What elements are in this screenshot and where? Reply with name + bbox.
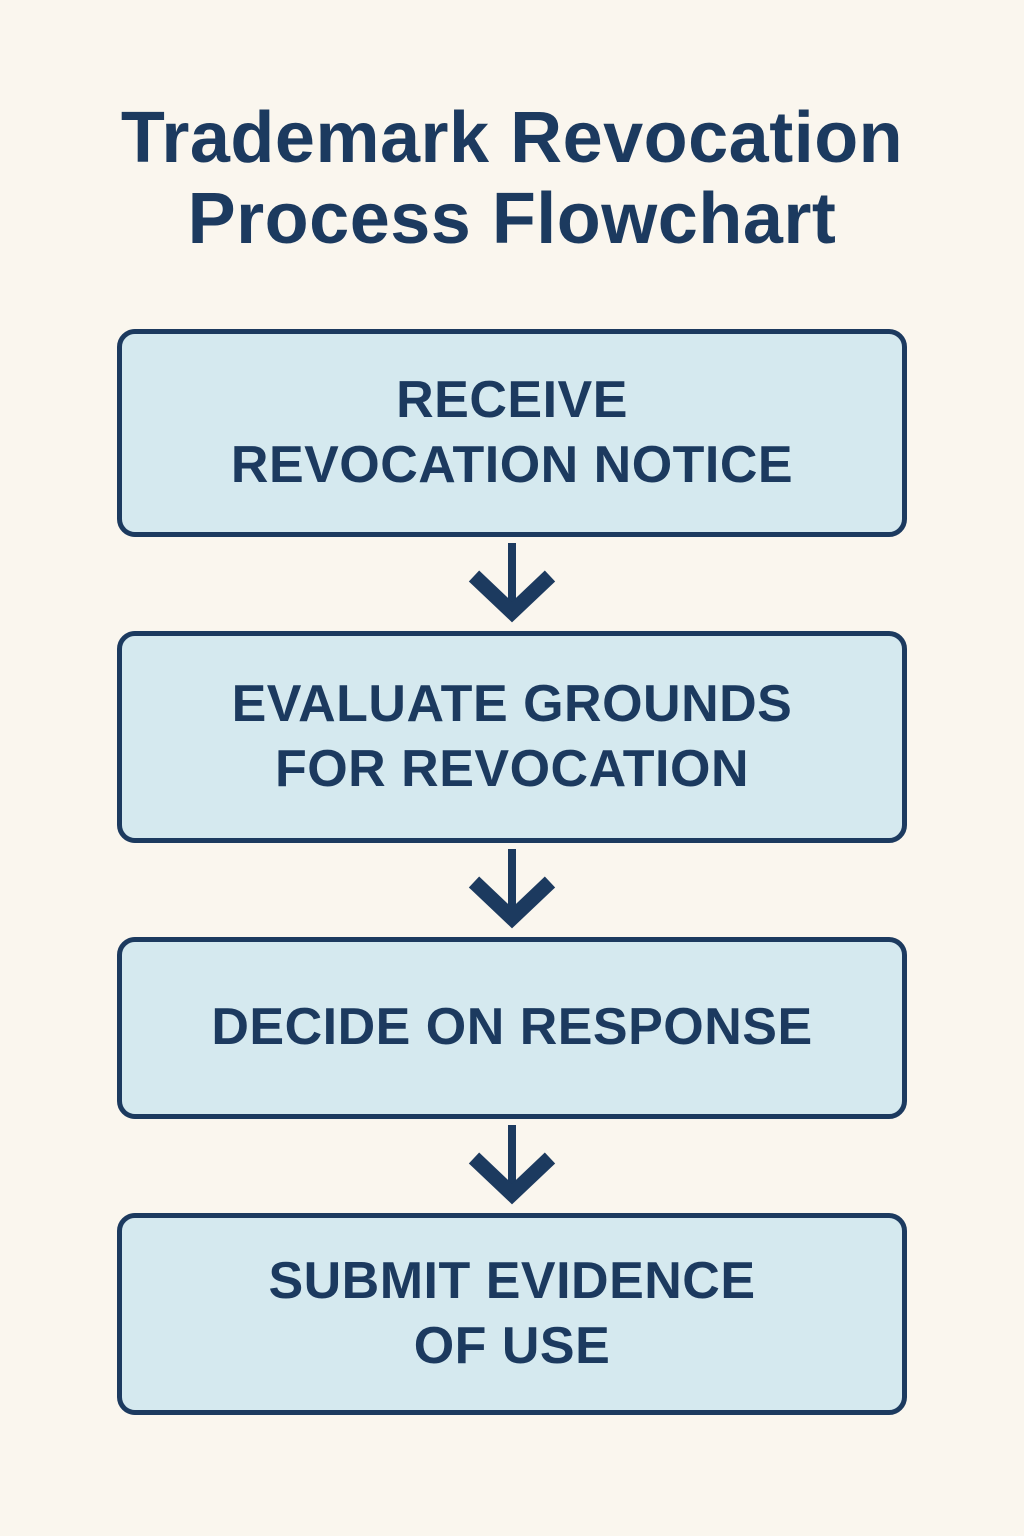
page-title: Trademark Revocation Process Flowchart [62, 98, 962, 259]
arrow-down-icon [468, 543, 556, 623]
arrow-down-icon [468, 1125, 556, 1205]
page-title-line-2: Process Flowchart [187, 178, 837, 259]
page-title-line-1: Trademark Revocation [120, 98, 904, 178]
arrow-down-icon [468, 849, 556, 929]
step-label-line: DECIDE ON RESPONSE [211, 998, 813, 1057]
step-label-line: RECEIVE [396, 370, 628, 429]
flow-step-submit-evidence-of-use: SUBMIT EVIDENCE OF USE [117, 1213, 907, 1416]
step-label-line: OF USE [413, 1317, 611, 1376]
step-label-line: REVOCATION NOTICE [230, 436, 794, 495]
step-label-line: EVALUATE GROUNDS [231, 674, 793, 733]
flowchart: RECEIVE REVOCATION NOTICE EVALUATE GROUN… [117, 329, 907, 1416]
step-label-line: FOR REVOCATION [274, 740, 750, 799]
flow-step-decide-on-response: DECIDE ON RESPONSE [117, 937, 907, 1120]
flow-step-evaluate-grounds: EVALUATE GROUNDS FOR REVOCATION [117, 631, 907, 844]
flow-step-receive-revocation-notice: RECEIVE REVOCATION NOTICE [117, 329, 907, 538]
step-label-line: SUBMIT EVIDENCE [268, 1251, 756, 1310]
